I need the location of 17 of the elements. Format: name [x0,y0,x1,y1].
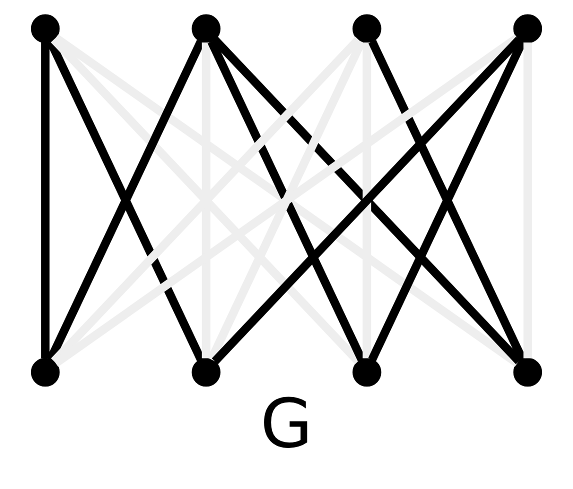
node-circle [30,358,60,387]
node-circle [192,358,220,387]
node-circle [513,358,542,387]
connector [208,40,366,362]
connector [46,40,205,362]
node-circle [192,14,220,44]
connector [368,40,526,362]
connector [41,42,50,358]
connector [53,34,520,367]
node-circle [352,14,382,44]
connector [202,42,210,358]
node-circle [513,14,542,44]
connector [523,42,532,358]
node-circle [30,14,60,44]
connector [362,42,372,358]
caption: G [260,384,313,463]
node-circle [352,358,382,387]
